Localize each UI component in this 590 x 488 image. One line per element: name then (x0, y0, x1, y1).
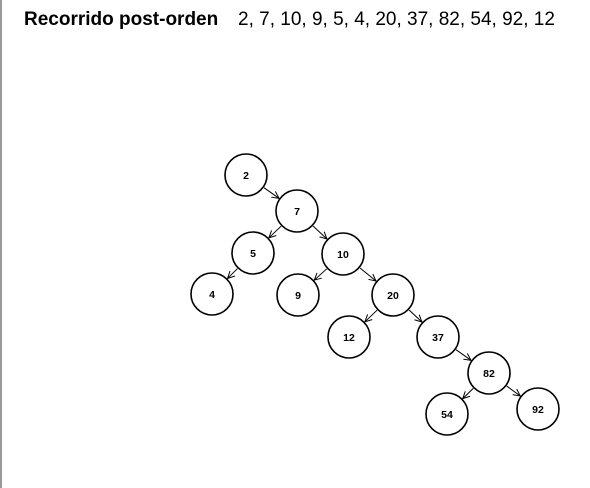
tree-node-circle (467, 351, 511, 395)
tree-edge-82-to-54 (463, 388, 474, 398)
tree-node-92: 92 (516, 387, 560, 431)
tree-edges (228, 187, 521, 399)
tree-node-54: 54 (425, 392, 469, 436)
tree-node-label: 9 (295, 290, 301, 302)
page-title: Recorrido post-orden (24, 9, 219, 30)
tree-edge-7-to-10 (312, 225, 327, 239)
tree-node-circle (425, 392, 469, 436)
tree-node-circle (190, 272, 234, 316)
tree-edge-82-to-92 (506, 385, 521, 396)
tree-node-label: 5 (250, 248, 256, 260)
tree-nodes: 2 7 5 10 4 9 20 12 37 82 54 92 (190, 153, 560, 436)
tree-edge-2-to-7 (263, 187, 279, 199)
tree-node-circle (371, 273, 415, 317)
tree-node-2: 2 (224, 153, 268, 197)
tree-node-37: 37 (416, 315, 460, 359)
tree-node-circle (321, 232, 365, 276)
left-border (0, 0, 2, 488)
tree-node-label: 2 (243, 170, 249, 182)
tree-node-82: 82 (467, 351, 511, 395)
tree-node-circle (275, 189, 319, 233)
tree-node-label: 12 (343, 332, 355, 344)
tree-node-circle (231, 231, 275, 275)
tree-node-label: 20 (387, 290, 399, 302)
tree-edge-10-to-20 (359, 267, 376, 281)
tree-edge-10-to-9 (314, 268, 328, 280)
tree-edge-5-to-4 (228, 268, 238, 279)
tree-node-circle (224, 153, 268, 197)
tree-node-label: 37 (432, 332, 444, 344)
traversal-sequence: 2, 7, 10, 9, 5, 4, 20, 37, 82, 54, 92, 1… (238, 9, 555, 30)
tree-node-4: 4 (190, 272, 234, 316)
tree-node-circle (516, 387, 560, 431)
tree-node-label: 92 (532, 404, 544, 416)
tree-node-circle (276, 273, 320, 317)
tree-node-5: 5 (231, 231, 275, 275)
tree-node-circle (327, 315, 371, 359)
tree-edge-37-to-82 (455, 349, 471, 361)
tree-node-label: 4 (209, 289, 215, 301)
tree-node-label: 54 (441, 409, 453, 421)
tree-node-label: 10 (337, 249, 349, 261)
tree-edge-20-to-37 (408, 309, 422, 322)
tree-node-label: 7 (294, 206, 300, 218)
tree-node-7: 7 (275, 189, 319, 233)
tree-edge-7-to-5 (269, 225, 282, 238)
tree-edge-20-to-12 (365, 309, 378, 322)
tree-node-9: 9 (276, 273, 320, 317)
tree-node-label: 82 (483, 368, 495, 380)
tree-node-circle (416, 315, 460, 359)
tree-node-10: 10 (321, 232, 365, 276)
tree-node-12: 12 (327, 315, 371, 359)
tree-node-20: 20 (371, 273, 415, 317)
